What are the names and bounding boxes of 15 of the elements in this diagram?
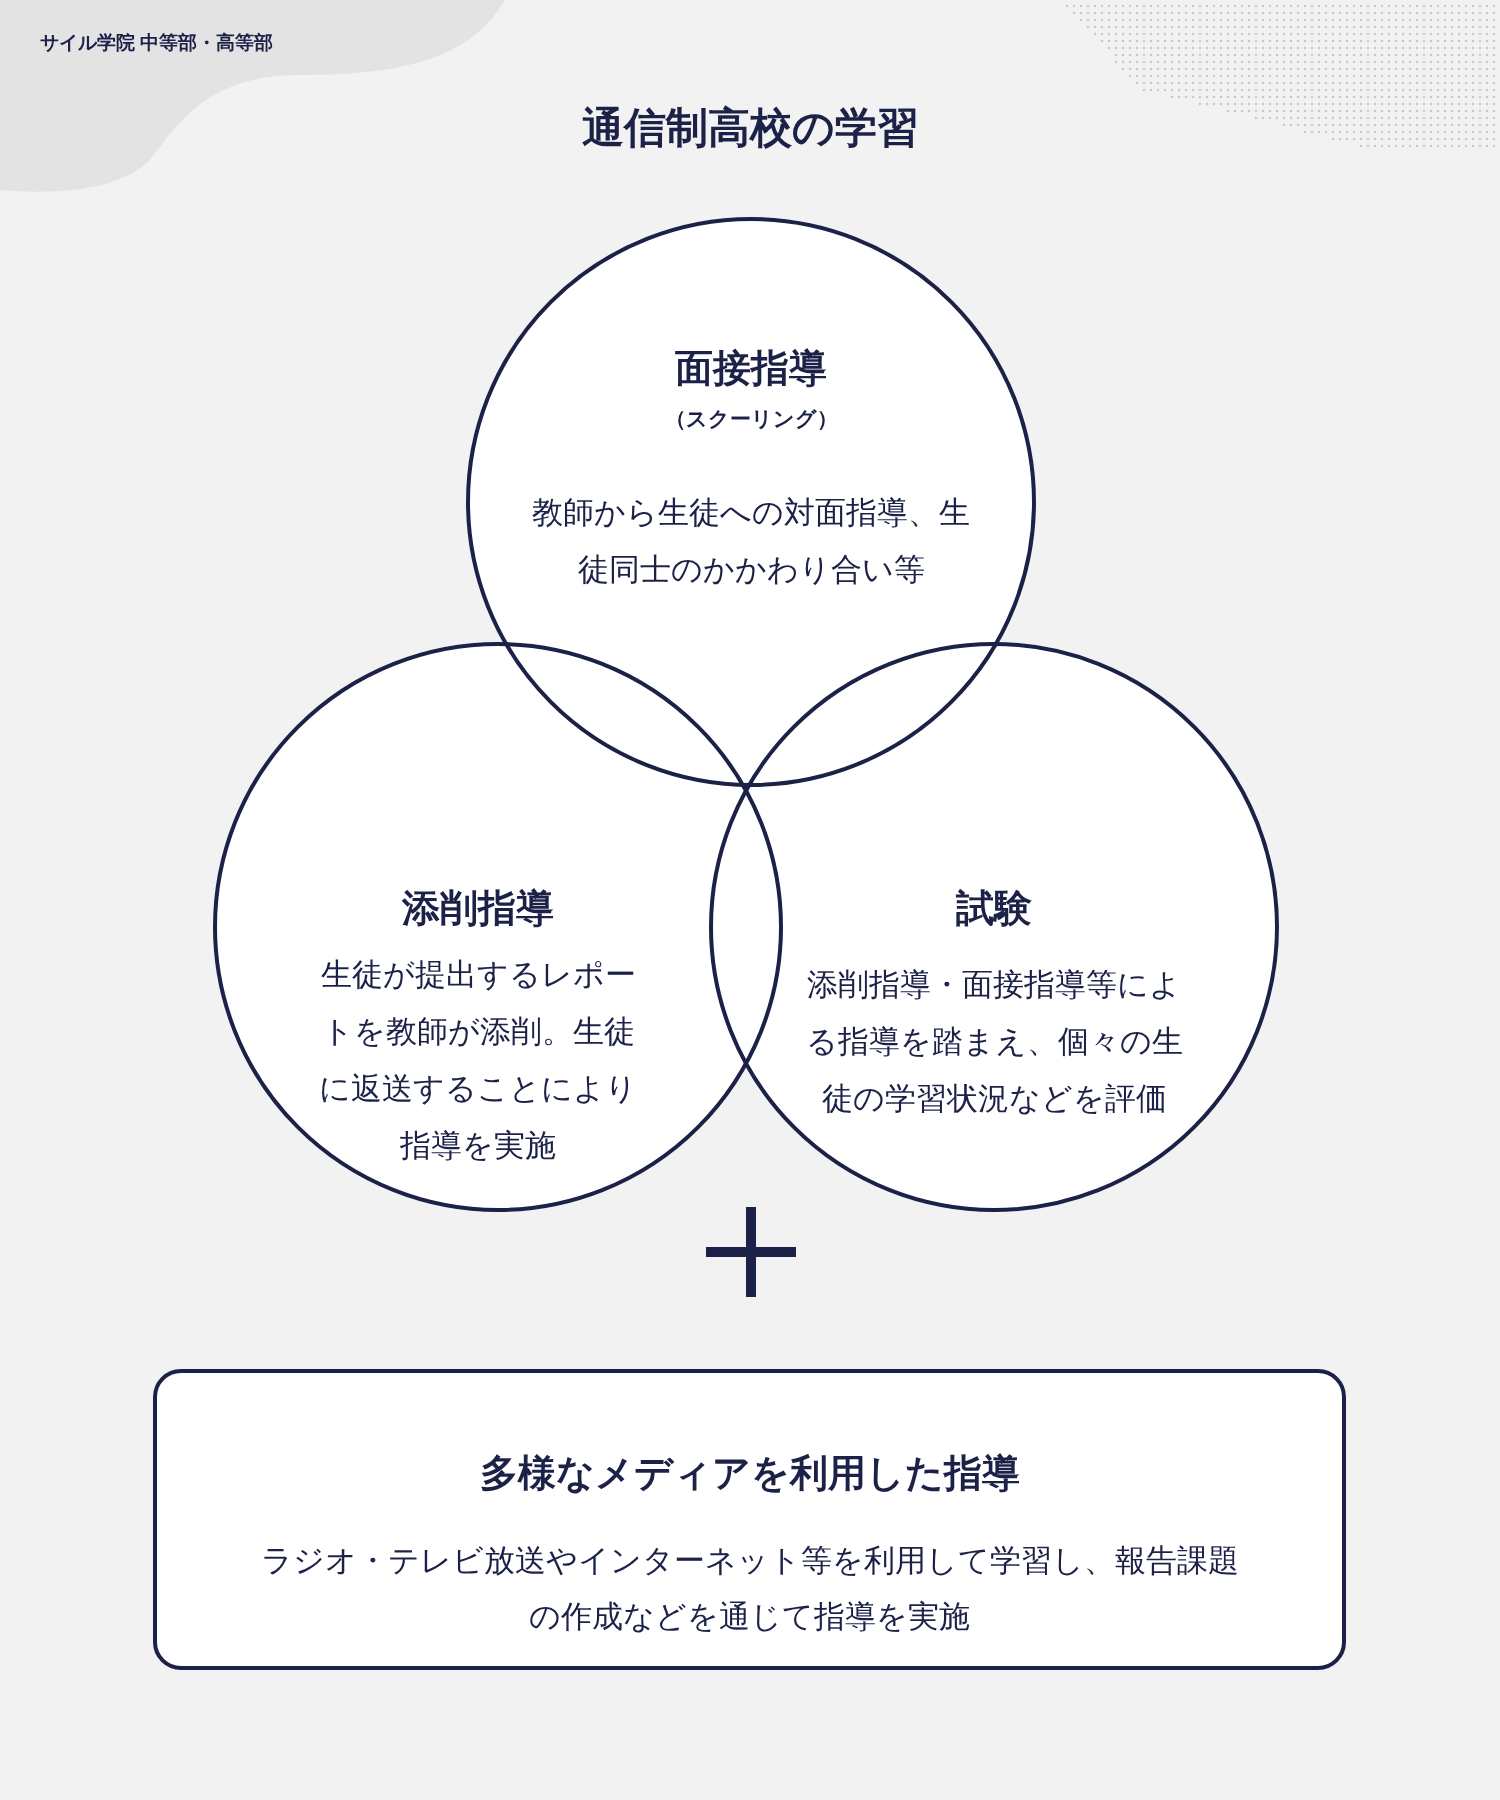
heading: 添削指導 <box>401 886 555 931</box>
venn-circle <box>213 642 783 1212</box>
description: 教師から生徒への対面指導、生徒同士のかかわり合い等 <box>531 494 971 589</box>
heading: 多様なメディアを利用した指導 <box>478 1451 1021 1496</box>
header-text: サイル学院 中等部・高等部 <box>40 31 274 55</box>
description: 添削指導・面接指導等による指導を踏まえ、個々の生徒の学習状況などを評価 <box>804 966 1184 1118</box>
description: 生徒が提出するレポートを教師が添削。生徒に返送することにより指導を実施 <box>318 956 638 1165</box>
description: ラジオ・テレビ放送やインターネット等を利用して学習し、報告課題の作成などを通じて指導を実施 <box>259 1542 1240 1636</box>
heading: 試験 <box>955 886 1033 931</box>
subheading: （スクーリング） <box>663 406 839 432</box>
venn-circle <box>466 217 1036 787</box>
venn-circle <box>709 642 1279 1212</box>
heading: 面接指導 <box>674 346 828 391</box>
info-box <box>153 1369 1346 1670</box>
title: 通信制高校の学習 <box>580 103 920 153</box>
